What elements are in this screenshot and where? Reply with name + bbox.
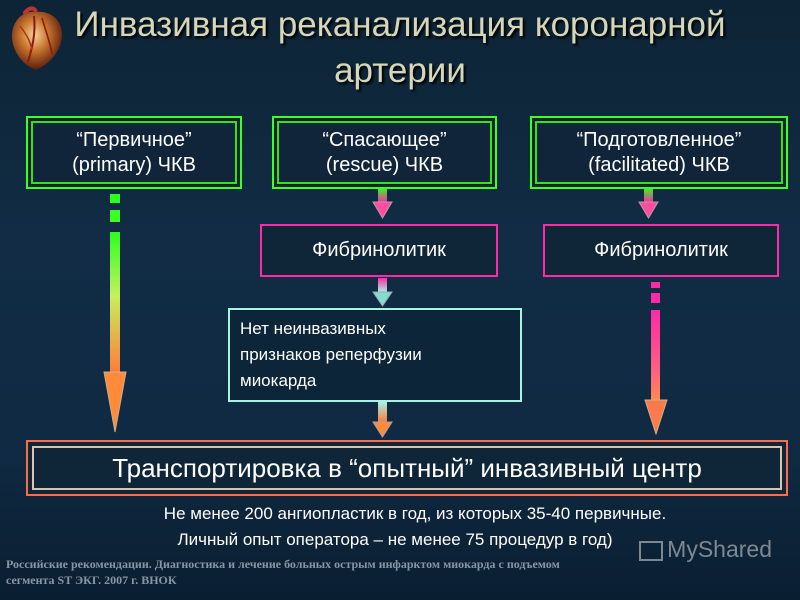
primary-pci-line-2: (primary) ЧКВ <box>72 153 196 176</box>
experience-note: Личный опыт оператора – не менее 75 проц… <box>0 529 790 551</box>
no-signs-line-2: признаков реперфузии <box>240 345 422 364</box>
watermark-text: MyShared <box>667 536 772 562</box>
arrow-fibrinolytic-to-no-signs <box>372 278 393 307</box>
no-signs-line-3: миокарда <box>240 371 317 390</box>
requirements-note: Не менее 200 ангиопластик в год, из кото… <box>0 503 800 525</box>
arrow-primary-to-transport <box>103 194 127 433</box>
box-primary-pci: “Первичное” (primary) ЧКВ <box>26 116 242 189</box>
arrow-rescue-to-fibrinolytic <box>372 188 393 219</box>
facilitated-pci-line-2: (facilitated) ЧКВ <box>588 153 730 176</box>
fibrinolytic-left-label: Фибринолитик <box>312 239 446 261</box>
facilitated-pci-line-1: “Подготовленное” <box>576 128 742 151</box>
transport-label: Транспортировка в “опытный” инвазивный ц… <box>112 452 702 483</box>
fibrinolytic-right-label: Фибринолитик <box>594 239 728 261</box>
rescue-pci-line-1: “Спасающее” <box>322 128 447 151</box>
arrow-fibrinolytic-to-transport <box>644 282 668 436</box>
source-citation: Российские рекомендации. Диагностика и л… <box>6 556 746 588</box>
box-fibrinolytic-right: Фибринолитик <box>543 224 779 277</box>
title-line-2: артерии <box>334 51 466 90</box>
page-title: Инвазивная реканализация коронарной арте… <box>0 2 800 94</box>
presentation-icon <box>639 540 664 561</box>
box-facilitated-pci: “Подготовленное” (facilitated) ЧКВ <box>530 116 788 189</box>
title-line-1: Инвазивная реканализация коронарной <box>74 5 726 44</box>
box-transport: Транспортировка в “опытный” инвазивный ц… <box>26 440 788 496</box>
primary-pci-line-1: “Первичное” <box>76 128 192 151</box>
no-signs-line-1: Нет неинвазивных <box>240 319 386 338</box>
note-line-2: Личный опыт оператора – не менее 75 проц… <box>177 530 613 549</box>
watermark: MyShared <box>639 536 772 563</box>
box-fibrinolytic-left: Фибринолитик <box>260 224 498 277</box>
arrow-facilitated-to-fibrinolytic <box>638 188 659 219</box>
arrow-no-signs-to-transport <box>372 402 393 438</box>
citation-line-2: сегмента ST ЭКГ. 2007 г. ВНОК <box>6 573 177 587</box>
box-no-reperfusion-signs: Нет неинвазивных признаков реперфузии ми… <box>228 308 522 402</box>
box-rescue-pci: “Спасающее” (rescue) ЧКВ <box>272 116 497 189</box>
heart-logo <box>6 4 66 72</box>
rescue-pci-line-2: (rescue) ЧКВ <box>325 153 444 176</box>
citation-line-1: Российские рекомендации. Диагностика и л… <box>6 557 560 571</box>
note-line-1: Не менее 200 ангиопластик в год, из кото… <box>163 504 667 523</box>
